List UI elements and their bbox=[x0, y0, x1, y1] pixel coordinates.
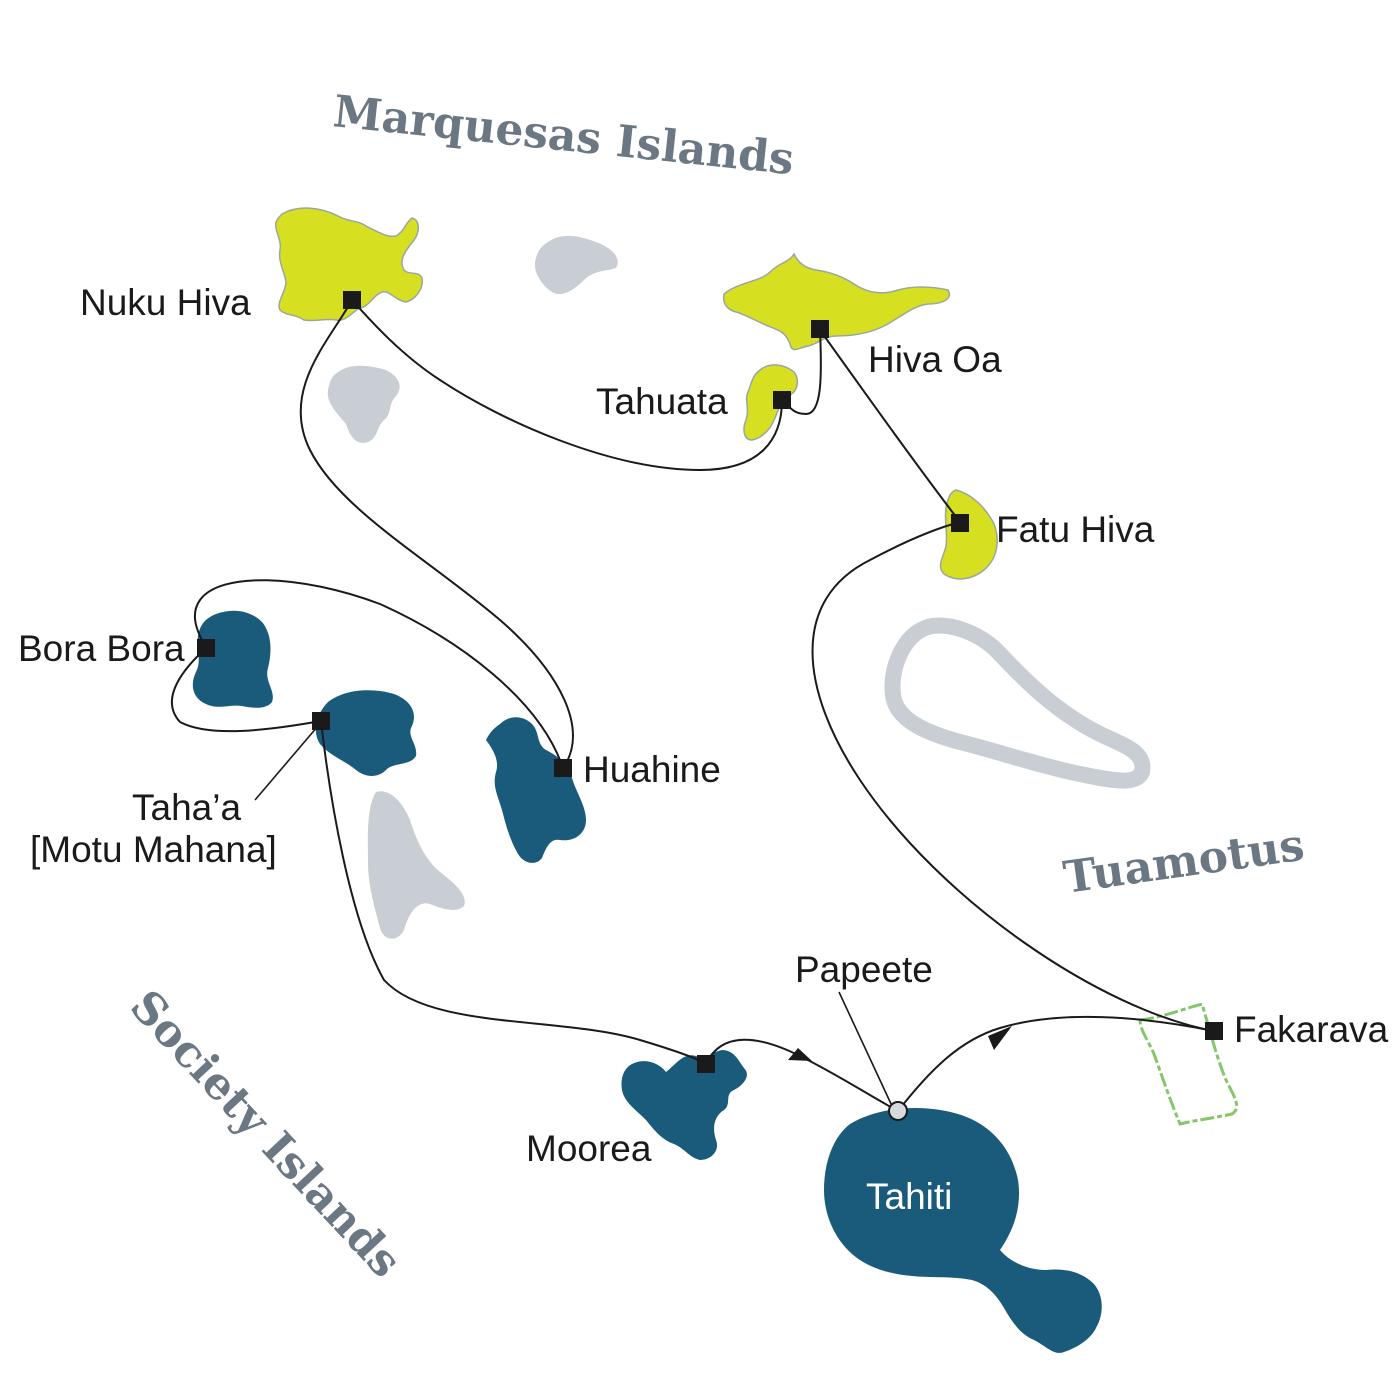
label-moorea: Moorea bbox=[526, 1128, 652, 1169]
route-tahaa-moorea bbox=[320, 720, 707, 1065]
raiatea-island bbox=[367, 791, 465, 939]
label-fakarava: Fakarava bbox=[1234, 1009, 1389, 1050]
rangiroa-atoll bbox=[884, 617, 1151, 789]
label-huahine: Huahine bbox=[583, 749, 721, 790]
route-fatu-hiva-hiva-oa bbox=[819, 329, 961, 523]
route-papeete-fakarava bbox=[897, 1015, 1215, 1112]
label-tahuata: Tahuata bbox=[596, 381, 728, 422]
label-tahaa-motu-mahana: [Motu Mahana] bbox=[30, 829, 277, 870]
label-bora-bora: Bora Bora bbox=[18, 628, 185, 669]
fakarava-atoll bbox=[1138, 1002, 1239, 1126]
stop-marker-nuku-hiva bbox=[343, 291, 361, 309]
moorea-island bbox=[621, 1050, 747, 1160]
route-direction-arrow-to-fakarava bbox=[988, 1026, 1012, 1050]
route-fakarava-fatu-hiva bbox=[811, 521, 1215, 1032]
stop-marker-fakarava bbox=[1205, 1022, 1223, 1040]
port-marker-papeete bbox=[888, 1101, 908, 1121]
route-nuku-hiva-huahine bbox=[299, 299, 574, 769]
tahaa-leader-line bbox=[254, 725, 319, 801]
label-tahaa: Taha’a bbox=[132, 787, 241, 828]
route-huahine-bora-bora bbox=[193, 579, 564, 769]
stop-marker-bora-bora bbox=[197, 639, 215, 657]
papeete-leader-line bbox=[838, 991, 893, 1107]
stop-marker-fatu-hiva bbox=[951, 514, 969, 532]
tahuata-island bbox=[743, 364, 799, 441]
huahine-island bbox=[486, 717, 586, 863]
region-label-society: Society Islands bbox=[120, 981, 411, 1288]
label-fatu-hiva: Fatu Hiva bbox=[996, 509, 1155, 550]
stop-marker-tahaa bbox=[312, 712, 330, 730]
label-hiva-oa: Hiva Oa bbox=[868, 339, 1002, 380]
stop-marker-moorea bbox=[697, 1055, 715, 1073]
region-label-marquesas: Marquesas Islands bbox=[331, 86, 796, 185]
ua-pou-island bbox=[534, 235, 618, 295]
ua-pou-south-island bbox=[327, 365, 400, 443]
bora-bora-island bbox=[192, 610, 273, 708]
region-label-tuamotus: Tuamotus bbox=[1060, 820, 1307, 904]
hiva-oa-island bbox=[722, 252, 951, 351]
tahaa-island bbox=[315, 690, 417, 776]
route-tahuata-nuku-hiva bbox=[351, 299, 783, 472]
tahiti-island bbox=[824, 1108, 1102, 1353]
stop-marker-hiva-oa bbox=[811, 320, 829, 338]
stop-marker-tahuata bbox=[773, 391, 791, 409]
label-tahiti: Tahiti bbox=[866, 1176, 952, 1217]
label-papeete: Papeete bbox=[795, 949, 933, 990]
fatu-hiva-island bbox=[939, 489, 998, 580]
stop-marker-huahine bbox=[554, 759, 572, 777]
route-direction-arrow-to-papeete bbox=[788, 1048, 812, 1061]
nuku-hiva-island bbox=[274, 207, 423, 322]
route-bora-bora-tahaa bbox=[170, 647, 322, 733]
label-nuku-hiva: Nuku Hiva bbox=[80, 282, 251, 323]
